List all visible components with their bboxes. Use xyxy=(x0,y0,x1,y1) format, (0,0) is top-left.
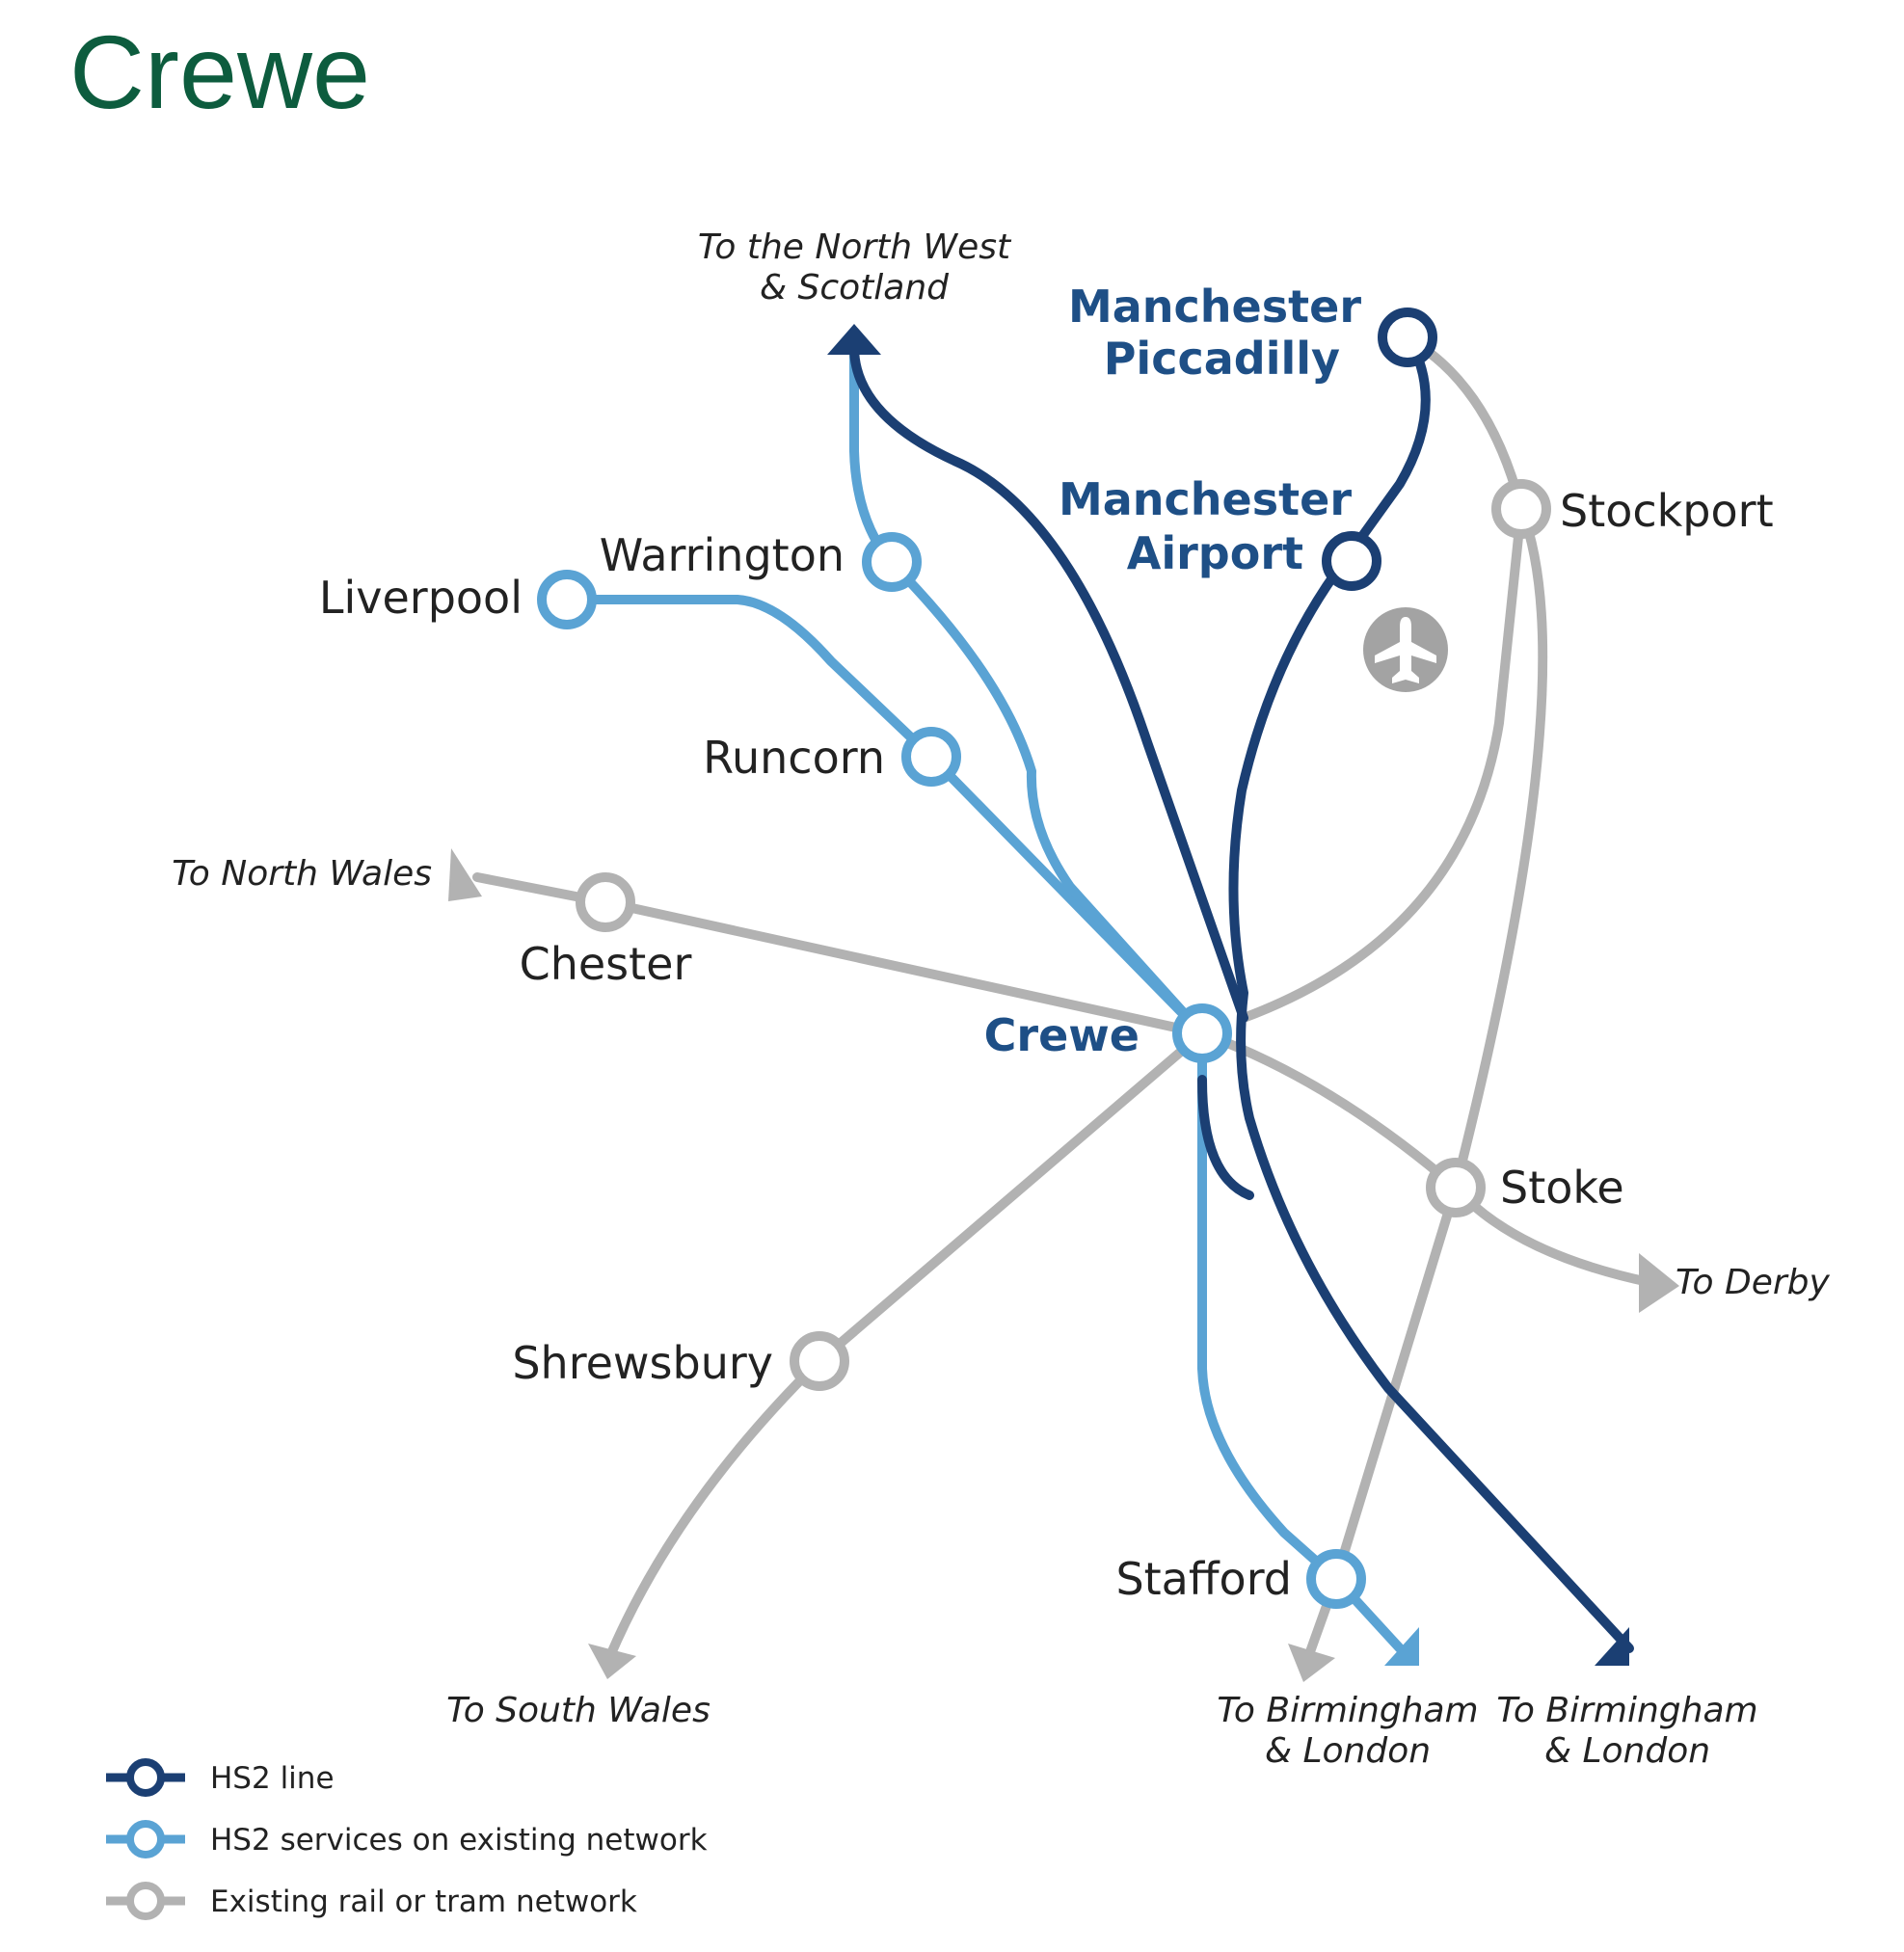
label-warrington: Warrington xyxy=(600,529,845,581)
legend-label-hs2-line: HS2 line xyxy=(210,1761,335,1796)
label-birmingham-services-line2: & London xyxy=(1265,1731,1431,1771)
track-hs2-airport-crewe-birmingham xyxy=(1228,554,1634,1653)
arrow-birmingham-hs2 xyxy=(1595,1627,1629,1666)
track-stockport-stafford xyxy=(1302,504,1548,1665)
station-marker-crewe[interactable] xyxy=(1172,1003,1232,1063)
label-manchester-piccadilly-line1: Manchester xyxy=(1068,281,1361,333)
track-crewe-stoke-derby xyxy=(1197,1029,1653,1287)
label-runcorn: Runcorn xyxy=(703,732,885,784)
station-marker-liverpool[interactable] xyxy=(537,570,597,629)
station-marker-chester[interactable] xyxy=(576,872,635,932)
hs2-services-network xyxy=(562,342,1405,1653)
station-marker-manchester-piccadilly[interactable] xyxy=(1378,308,1437,367)
label-stockport: Stockport xyxy=(1560,485,1774,537)
label-stoke: Stoke xyxy=(1500,1162,1624,1214)
legend-item-hs2-line: HS2 line xyxy=(106,1758,335,1797)
arrow-north-wales xyxy=(448,848,482,901)
legend: HS2 line HS2 services on existing networ… xyxy=(106,1758,708,1920)
track-crewe-shrewsbury xyxy=(604,1029,1207,1663)
label-manchester-airport-line1: Manchester xyxy=(1059,473,1352,525)
arrow-north-west xyxy=(827,324,881,355)
station-marker-runcorn[interactable] xyxy=(901,727,961,787)
label-crewe: Crewe xyxy=(984,1009,1140,1061)
label-birmingham-services-line1: To Birmingham xyxy=(1217,1691,1478,1730)
label-south-wales: To South Wales xyxy=(446,1691,711,1730)
label-north-west-line1: To the North West xyxy=(698,227,1012,267)
track-hs2-piccadilly-airport xyxy=(1341,334,1431,564)
arrow-south-wales xyxy=(588,1644,636,1679)
label-stafford: Stafford xyxy=(1115,1553,1292,1605)
label-manchester-piccadilly-line2: Piccadilly xyxy=(1104,333,1340,385)
arrow-derby xyxy=(1639,1253,1679,1313)
page-title: Crewe xyxy=(69,13,370,130)
label-birmingham-hs2-line1: To Birmingham xyxy=(1496,1691,1757,1730)
label-derby: To Derby xyxy=(1676,1263,1831,1302)
station-marker-shrewsbury[interactable] xyxy=(790,1331,849,1391)
track-crewe-stafford-birmingham xyxy=(1197,1029,1405,1653)
station-marker-manchester-airport[interactable] xyxy=(1322,531,1381,591)
label-manchester-airport-line2: Airport xyxy=(1127,527,1303,579)
label-shrewsbury: Shrewsbury xyxy=(512,1337,773,1389)
arrow-birmingham-existing xyxy=(1288,1644,1335,1682)
track-scotland-warrington-crewe xyxy=(849,342,1207,1038)
legend-item-existing: Existing rail or tram network xyxy=(106,1882,637,1920)
station-marker-stafford[interactable] xyxy=(1306,1549,1366,1609)
destination-arrows xyxy=(448,324,1679,1682)
destination-labels: To the North West & Scotland To North Wa… xyxy=(172,227,1830,1771)
label-north-wales: To North Wales xyxy=(172,854,432,894)
label-chester: Chester xyxy=(520,938,692,990)
legend-label-hs2-services: HS2 services on existing network xyxy=(210,1823,708,1858)
station-markers xyxy=(537,308,1551,1609)
station-labels: Liverpool Warrington Runcorn Chester Shr… xyxy=(319,281,1774,1605)
track-hs2-scotland-crewe xyxy=(849,342,1248,1023)
legend-label-existing: Existing rail or tram network xyxy=(210,1885,637,1919)
track-crewe-stockport-piccadilly xyxy=(1239,334,1526,1023)
station-marker-warrington[interactable] xyxy=(862,532,922,592)
label-birmingham-hs2-line2: & London xyxy=(1544,1731,1710,1771)
station-marker-stoke[interactable] xyxy=(1426,1158,1486,1217)
arrow-birmingham-services xyxy=(1384,1627,1419,1666)
track-hs2-crewe-spur xyxy=(1197,1075,1254,1200)
station-marker-stockport[interactable] xyxy=(1491,479,1551,539)
legend-item-hs2-services: HS2 services on existing network xyxy=(106,1820,708,1858)
track-liverpool-runcorn-crewe xyxy=(562,595,1207,1038)
airplane-icon xyxy=(1363,607,1448,692)
label-north-west-line2: & Scotland xyxy=(760,268,950,308)
label-liverpool: Liverpool xyxy=(319,572,523,624)
